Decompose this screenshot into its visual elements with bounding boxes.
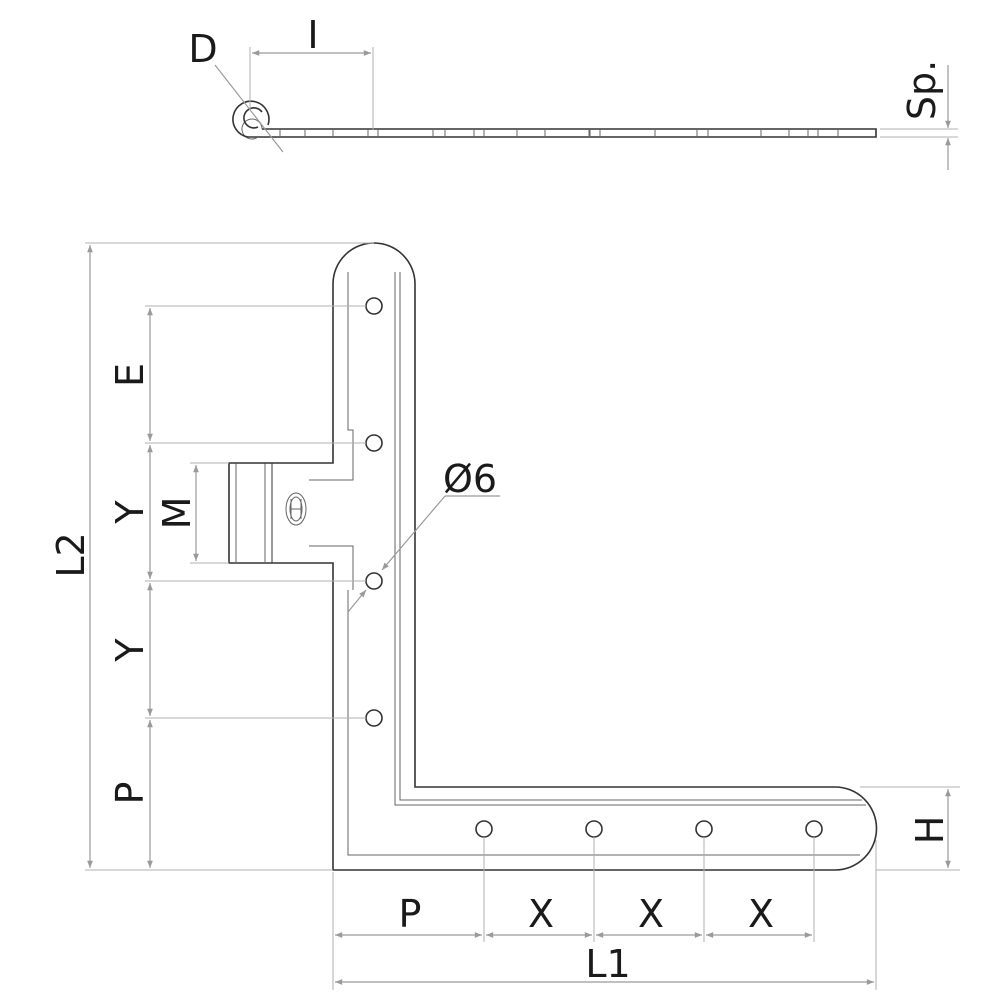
dimension-H: H — [860, 786, 960, 871]
logo-mark — [285, 492, 307, 526]
label-X-2: X — [638, 892, 664, 936]
label-H: H — [908, 816, 952, 845]
plate-inner-lines — [229, 272, 866, 856]
label-D: D — [188, 27, 217, 71]
label-P-horizontal: P — [399, 892, 422, 936]
label-X-1: X — [528, 892, 554, 936]
label-X-3: X — [748, 892, 774, 936]
label-L1: L1 — [585, 942, 630, 986]
label-M: M — [155, 497, 199, 530]
plate-segment-lines — [279, 129, 839, 137]
horizontal-dimensions: P X X X L1 — [332, 837, 877, 990]
label-L2: L2 — [49, 532, 93, 577]
side-view: D I Sp. — [188, 13, 958, 170]
front-view — [228, 242, 878, 871]
label-Y-lower: Y — [108, 638, 152, 663]
label-E: E — [108, 363, 152, 387]
vertical-dimensions: L2 E Y Y M P — [49, 242, 374, 871]
dimension-D-leader — [214, 64, 284, 153]
label-Sp: Sp. — [900, 60, 944, 120]
label-hole-diameter: Ø6 — [443, 457, 497, 501]
hole-diameter-callout: Ø6 — [347, 457, 500, 613]
label-P-vertical: P — [108, 782, 152, 805]
label-I: I — [307, 13, 318, 57]
screw-holes — [365, 297, 823, 838]
hinge-plate-outline — [228, 242, 878, 871]
label-Y-upper: Y — [108, 500, 152, 525]
